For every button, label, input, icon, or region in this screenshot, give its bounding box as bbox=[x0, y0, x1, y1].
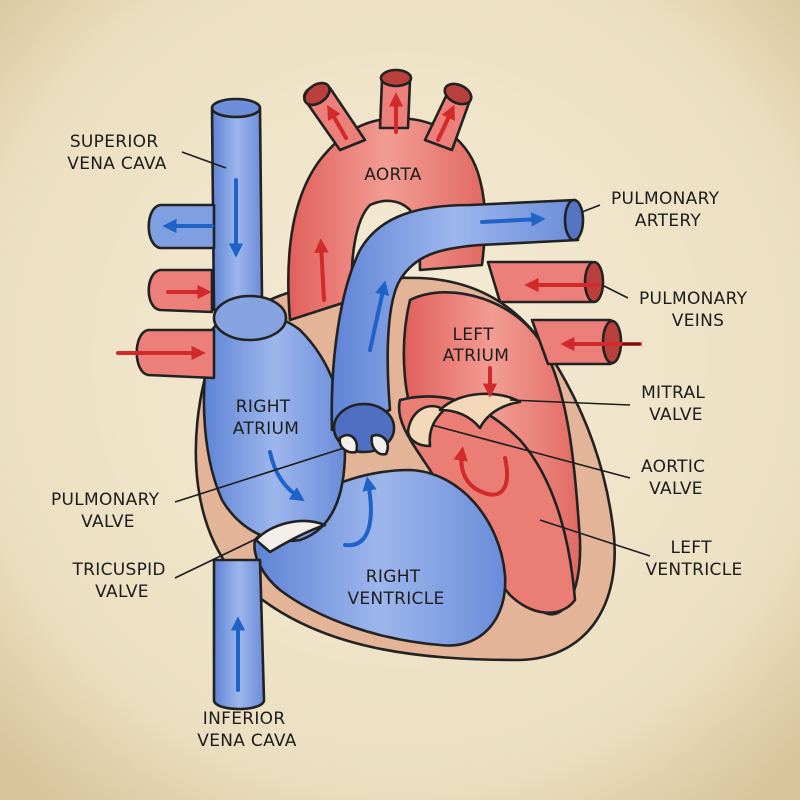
leader-pulmonary-veins bbox=[601, 284, 629, 299]
label-right-ventricle-line2: VENTRICLE bbox=[347, 589, 444, 609]
label-tricuspid-valve-line2: VALVE bbox=[95, 582, 149, 602]
label-left-ventricle-line1: LEFT bbox=[671, 538, 713, 558]
flow-arrow-right-atrium bbox=[268, 450, 305, 502]
leader-pulmonary-valve bbox=[174, 447, 345, 503]
label-right-atrium-line1: RIGHT bbox=[236, 397, 291, 417]
flow-arrow-pulmonary-artery bbox=[480, 212, 546, 227]
label-superior-vena-cava-line2: VENA CAVA bbox=[67, 154, 166, 174]
label-superior-vena-cava-line1: SUPERIOR bbox=[70, 132, 159, 152]
label-inferior-vena-cava: INFERIOR VENA CAVA bbox=[197, 709, 296, 751]
label-pulmonary-artery-line1: PULMONARY bbox=[611, 189, 720, 209]
aorta-branch-left-opening bbox=[303, 81, 331, 107]
flow-arrow-aorta-branch-3 bbox=[436, 104, 455, 142]
flow-arrow-aorta-up bbox=[314, 238, 329, 302]
label-tricuspid-valve-line1: TRICUSPID bbox=[71, 560, 165, 580]
superior-vena-cava-opening bbox=[210, 97, 262, 119]
aorta-branch-right-opening bbox=[443, 82, 473, 106]
label-right-ventricle-line1: RIGHT bbox=[366, 567, 421, 587]
leader-superior-vena-cava bbox=[181, 151, 227, 169]
flow-arrow-pulmonary-trunk bbox=[368, 280, 390, 352]
leader-left-ventricle bbox=[539, 519, 651, 557]
label-pulmonary-valve: PULMONARY VALVE bbox=[51, 490, 165, 532]
label-pulmonary-valve-line2: VALVE bbox=[81, 512, 135, 532]
label-mitral-valve-line1: MITRAL bbox=[641, 383, 705, 403]
flow-arrow-aorta-branch-1 bbox=[327, 104, 348, 140]
label-pulmonary-valve-line1: PULMONARY bbox=[51, 490, 160, 510]
flow-arrow-left-ventricle bbox=[453, 446, 509, 497]
label-left-ventricle: LEFT VENTRICLE bbox=[645, 538, 742, 580]
label-left-ventricle-line2: VENTRICLE bbox=[645, 560, 742, 580]
label-tricuspid-valve: TRICUSPID VALVE bbox=[71, 560, 171, 602]
blood-flow-arrows bbox=[116, 92, 642, 692]
aorta-branch-middle-opening bbox=[379, 68, 413, 88]
label-right-ventricle: RIGHT VENTRICLE bbox=[347, 567, 444, 609]
label-left-atrium: LEFT ATRIUM bbox=[443, 325, 509, 366]
leader-aortic-valve bbox=[431, 424, 631, 479]
pulmonary-vein-upper-opening bbox=[583, 260, 605, 304]
label-aorta-line1: AORTA bbox=[364, 165, 422, 185]
right-atrium-chamber bbox=[202, 311, 347, 543]
flow-arrow-right-ventricle bbox=[343, 476, 377, 548]
vena-cava-junction bbox=[212, 294, 288, 342]
aortic-valve-leaflets bbox=[406, 404, 446, 448]
label-aortic-valve-line1: AORTIC bbox=[641, 457, 705, 477]
leader-tricuspid-valve bbox=[174, 537, 259, 579]
label-inferior-vena-cava-line1: INFERIOR bbox=[203, 709, 286, 729]
label-pulmonary-artery: PULMONARY ARTERY bbox=[611, 189, 725, 231]
label-right-atrium-line2: ATRIUM bbox=[233, 419, 299, 439]
label-mitral-valve-line2: VALVE bbox=[649, 405, 703, 425]
mitral-valve-leaflets bbox=[438, 392, 522, 430]
label-mitral-valve: MITRAL VALVE bbox=[641, 383, 711, 425]
pulmonary-artery-vessel bbox=[330, 198, 580, 432]
pulmonary-valve-leaflets bbox=[338, 433, 390, 456]
pulmonary-artery-opening bbox=[563, 198, 585, 242]
label-aortic-valve-line2: VALVE bbox=[649, 479, 703, 499]
aorta-vessel bbox=[287, 116, 487, 322]
labels: SUPERIOR VENA CAVA AORTA PULMONARY ARTER… bbox=[51, 132, 753, 751]
tricuspid-valve-leaflets bbox=[254, 519, 327, 554]
leader-lines bbox=[174, 151, 651, 579]
label-pulmonary-artery-line2: ARTERY bbox=[635, 211, 702, 231]
label-pulmonary-veins: PULMONARY VEINS bbox=[639, 289, 753, 331]
label-pulmonary-veins-line2: VEINS bbox=[672, 311, 724, 331]
label-left-atrium-line2: ATRIUM bbox=[443, 346, 509, 366]
label-right-atrium: RIGHT ATRIUM bbox=[233, 397, 299, 439]
label-aortic-valve: AORTIC VALVE bbox=[641, 457, 711, 499]
leader-pulmonary-artery bbox=[581, 204, 601, 213]
leader-mitral-valve bbox=[509, 399, 631, 406]
label-left-atrium-line1: LEFT bbox=[453, 325, 495, 345]
left-ventricle-chamber bbox=[397, 395, 577, 614]
label-pulmonary-veins-line1: PULMONARY bbox=[639, 289, 748, 309]
label-aorta: AORTA bbox=[364, 165, 422, 185]
label-superior-vena-cava: SUPERIOR VENA CAVA bbox=[67, 132, 166, 174]
label-inferior-vena-cava-line2: VENA CAVA bbox=[197, 731, 296, 751]
